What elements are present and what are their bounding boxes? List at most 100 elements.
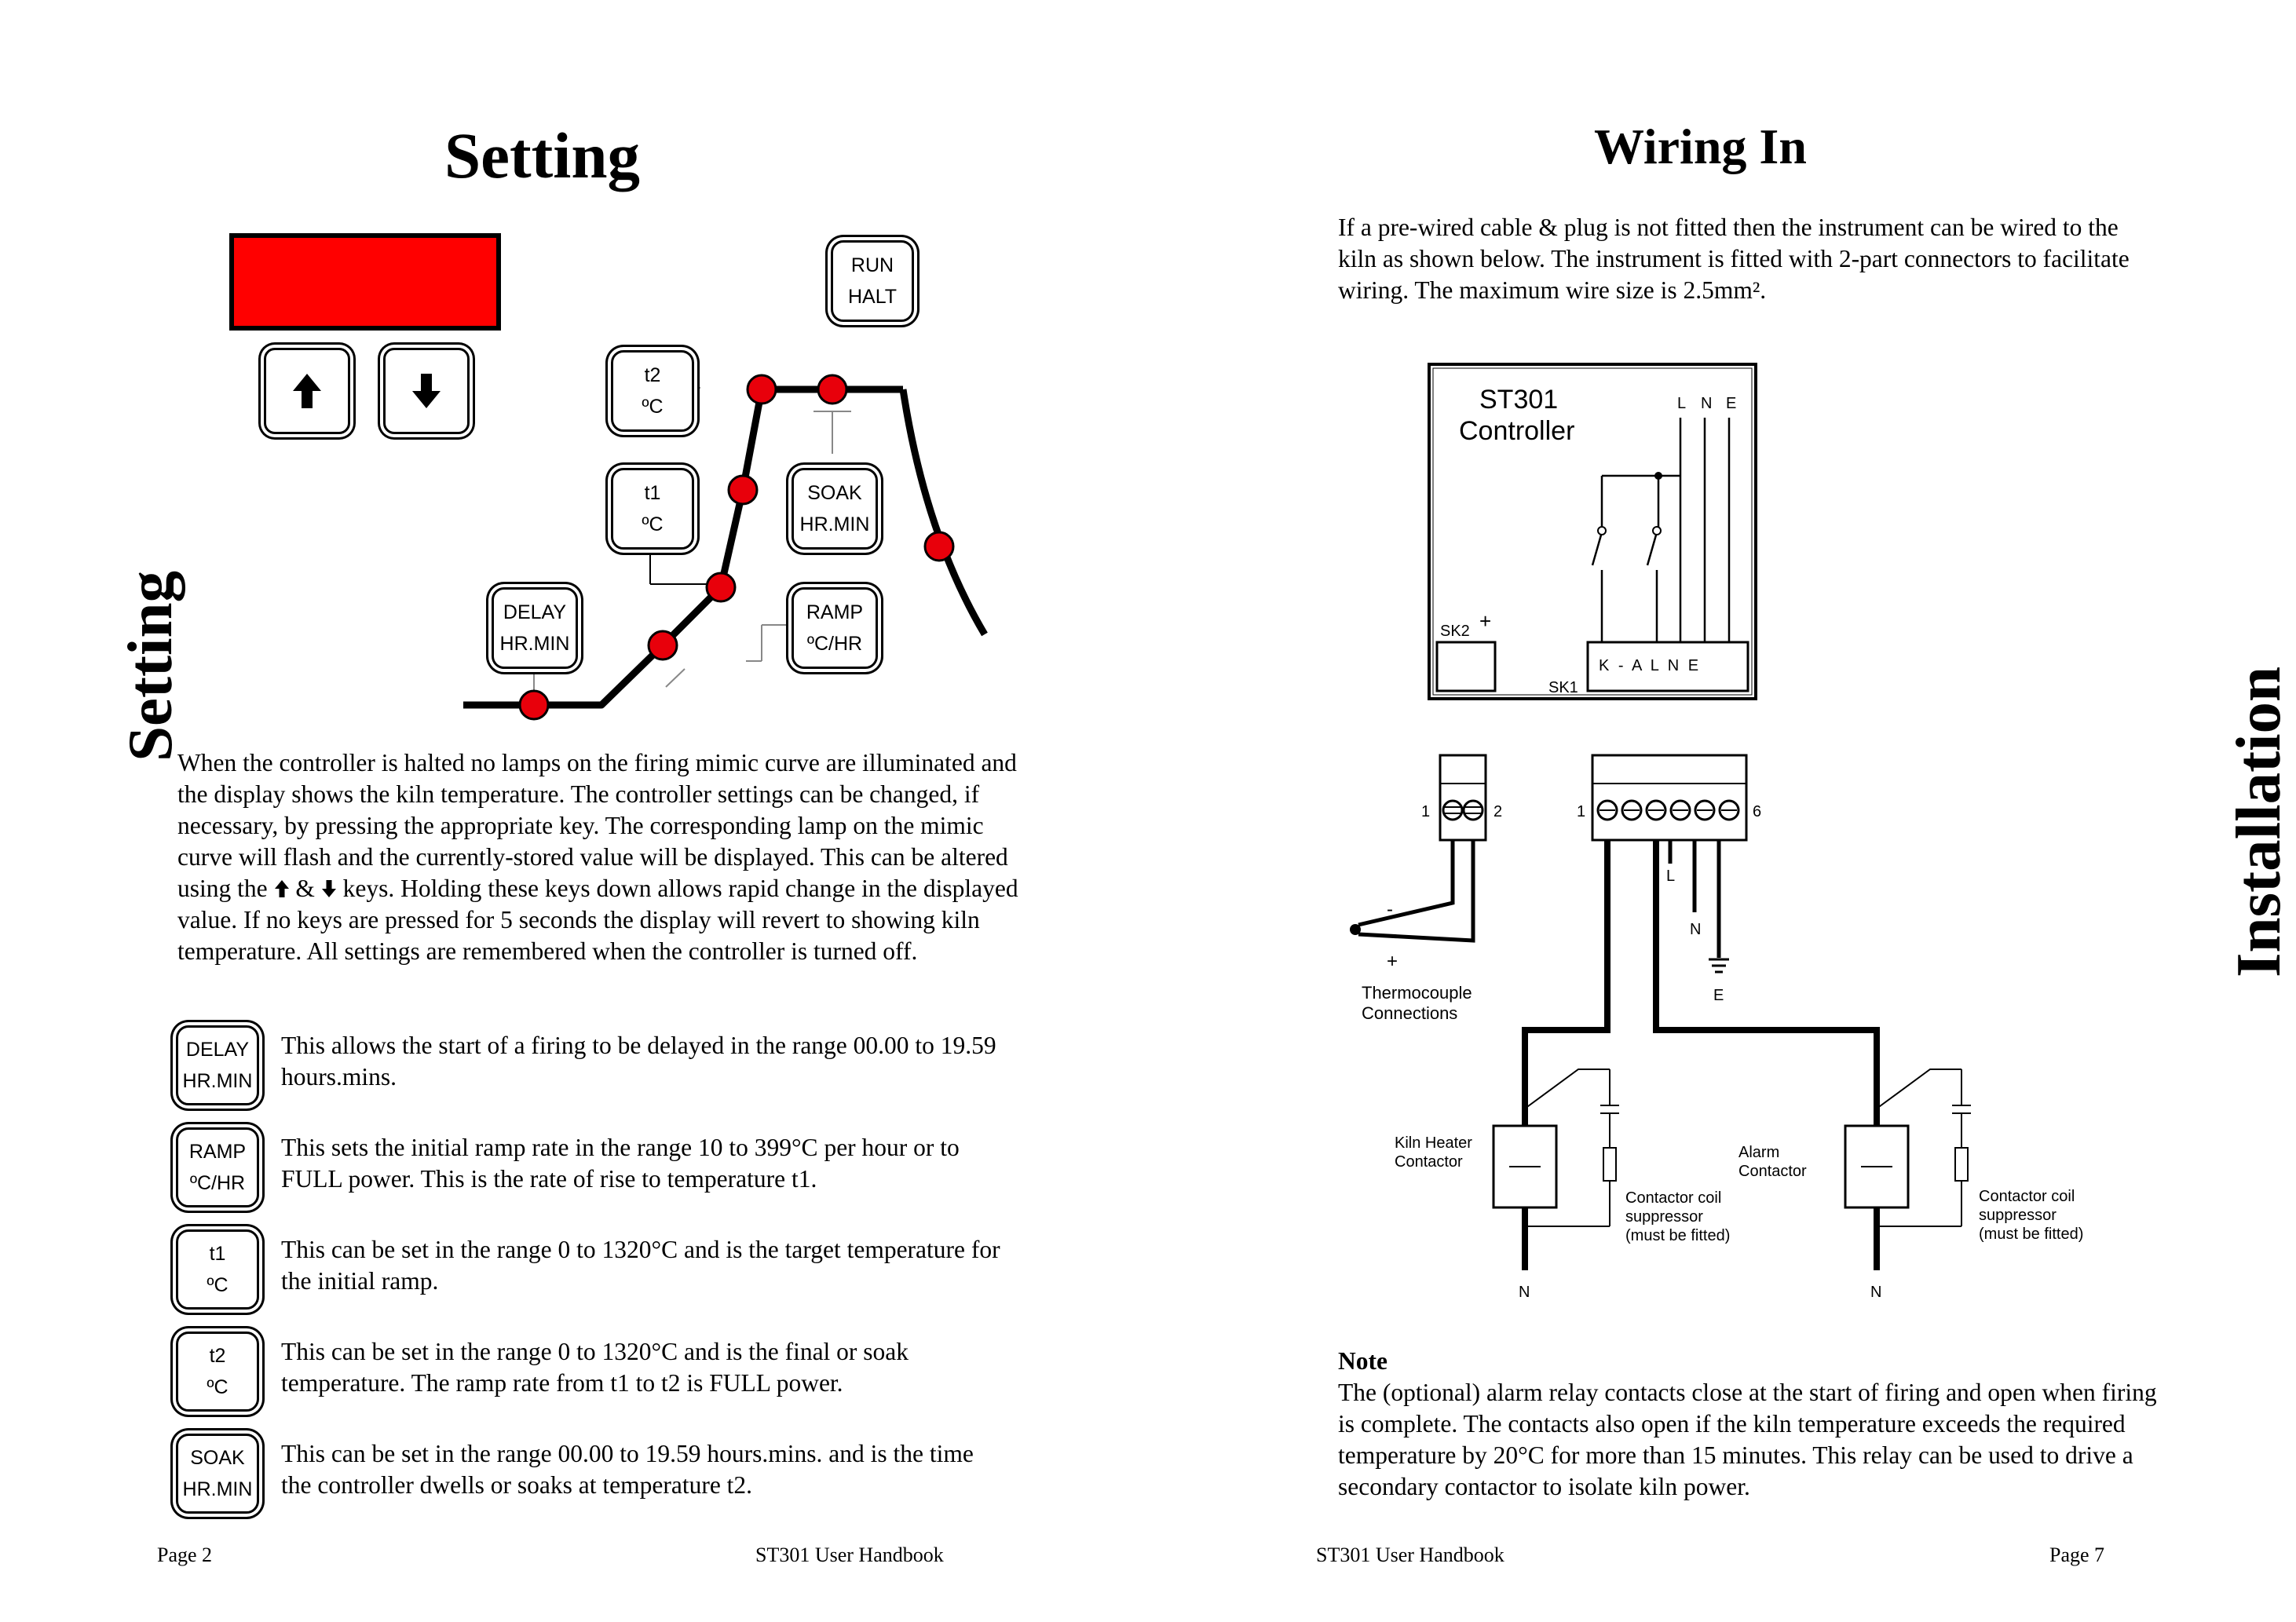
alarm-contactor-label-1: Alarm <box>1738 1144 1779 1161</box>
tc-pin-1: 1 <box>1421 803 1430 820</box>
page-title: Wiring In <box>1594 119 1807 174</box>
main-pin-1: 1 <box>1577 803 1585 820</box>
item-key-delay: DELAY HR.MIN <box>176 1025 259 1105</box>
down-arrow-icon <box>412 374 441 408</box>
temperature-display <box>229 233 501 331</box>
tc-pin-2: 2 <box>1493 803 1502 820</box>
sk1-label: SK1 <box>1548 679 1578 696</box>
soak-key-line2: HR.MIN <box>799 513 870 535</box>
item-key-line1: t2 <box>209 1345 226 1367</box>
item-key-line2: ºC <box>207 1274 229 1296</box>
item-text-t1: This can be set in the range 0 to 1320°C… <box>281 1236 1000 1295</box>
up-button[interactable] <box>264 348 350 434</box>
down-button[interactable] <box>383 348 470 434</box>
sk1-strip-label: K - A L N E <box>1599 657 1701 674</box>
wiring-diagram: ST301 Controller L N E K - A L N E SK1 S… <box>1350 363 2083 1301</box>
t2-key[interactable]: t2 ºC <box>611 350 694 432</box>
label-l-top: L <box>1677 395 1686 412</box>
item-text-delay: This allows the start of a firing to be … <box>281 1032 996 1090</box>
label-e: E <box>1713 987 1724 1004</box>
controller-label-1: ST301 <box>1479 385 1558 415</box>
paragraph-part2: keys. Holding these keys down allows rap… <box>177 875 1018 965</box>
thermocouple-label-1: Thermocouple <box>1362 983 1472 1003</box>
item-text-ramp: This sets the initial ramp rate in the r… <box>281 1134 960 1193</box>
item-text-soak: This can be set in the range 00.00 to 19… <box>281 1440 974 1499</box>
paragraph-amp: & <box>295 875 315 902</box>
tc-plus: + <box>1387 951 1398 972</box>
item-key-line1: DELAY <box>185 1039 250 1061</box>
kiln-contactor-label-2: Contactor <box>1395 1153 1463 1171</box>
main-pin-6: 6 <box>1753 803 1761 820</box>
item-key-line2: HR.MIN <box>182 1070 253 1092</box>
cool-lamp <box>923 531 955 562</box>
setting-paragraph: When the controller is halted no lamps o… <box>177 747 1030 967</box>
label-e-top: E <box>1726 395 1736 412</box>
note-heading: Note <box>1338 1347 1387 1375</box>
sk2-label: SK2 <box>1440 623 1470 640</box>
note-text: The (optional) alarm relay contacts clos… <box>1338 1379 2157 1500</box>
item-key-line2: ºC/HR <box>189 1172 246 1194</box>
page-title: Setting <box>444 119 640 192</box>
item-key-line2: HR.MIN <box>182 1478 253 1500</box>
label-l: L <box>1666 868 1675 885</box>
kiln-contactor-label-1: Kiln Heater <box>1395 1134 1472 1152</box>
firing-mimic-curve <box>463 374 988 721</box>
delay-key-line2: HR.MIN <box>499 633 570 655</box>
supp-left-3: (must be fitted) <box>1625 1227 1730 1244</box>
side-tab: Installation <box>2223 666 2294 977</box>
footer-page-left: Page 2 <box>157 1543 213 1566</box>
footer-page-right: Page 7 <box>2049 1543 2105 1566</box>
sk2-plus: + <box>1479 609 1491 633</box>
soak-lamp <box>817 374 848 405</box>
supp-right-1: Contactor coil <box>1979 1188 2075 1205</box>
controller-label-2: Controller <box>1459 416 1574 446</box>
n-left: N <box>1519 1284 1530 1301</box>
ramp-lamp <box>647 630 678 661</box>
supp-left-1: Contactor coil <box>1625 1189 1721 1207</box>
delay-key[interactable]: DELAY HR.MIN <box>492 587 578 669</box>
ramp-key-line1: RAMP <box>806 601 864 623</box>
ramp-key-line2: ºC/HR <box>806 633 863 655</box>
item-key-t1: t1 ºC <box>176 1229 259 1310</box>
item-key-ramp: RAMP ºC/HR <box>176 1127 259 1207</box>
run-halt-key-line1: RUN <box>850 254 894 276</box>
up-arrow-icon <box>293 374 321 408</box>
supp-left-2: suppressor <box>1625 1208 1703 1226</box>
item-key-line1: t1 <box>209 1243 226 1265</box>
t1-rise-lamp <box>727 474 759 506</box>
supp-right-3: (must be fitted) <box>1979 1226 2083 1243</box>
run-halt-key[interactable]: RUN HALT <box>831 240 914 322</box>
item-key-t2: t2 ºC <box>176 1332 259 1412</box>
t2-lamp <box>746 374 777 405</box>
item-key-line1: RAMP <box>188 1141 247 1163</box>
down-arrow-icon <box>321 880 336 897</box>
t2-key-line2: ºC <box>642 396 664 418</box>
n-right: N <box>1870 1284 1881 1301</box>
item-key-line2: ºC <box>207 1376 229 1398</box>
soak-key[interactable]: SOAK HR.MIN <box>792 468 878 550</box>
delay-key-line1: DELAY <box>503 601 567 623</box>
paragraph-part1: When the controller is halted no lamps o… <box>177 749 1017 902</box>
item-text-t2: This can be set in the range 0 to 1320°C… <box>281 1338 909 1397</box>
alarm-contactor-label-2: Contactor <box>1738 1163 1807 1180</box>
delay-lamp <box>518 689 550 721</box>
t1-key[interactable]: t1 ºC <box>611 468 694 550</box>
footer-title-left: ST301 User Handbook <box>755 1543 944 1566</box>
label-n-top: N <box>1701 395 1712 412</box>
t1-lamp <box>705 572 737 603</box>
label-n: N <box>1690 921 1701 938</box>
t1-key-line2: ºC <box>642 513 664 535</box>
item-key-line1: SOAK <box>190 1447 245 1469</box>
item-key-soak: SOAK HR.MIN <box>176 1434 259 1514</box>
t1-key-line1: t1 <box>644 482 661 504</box>
ramp-key[interactable]: RAMP ºC/HR <box>792 587 878 669</box>
soak-key-line1: SOAK <box>807 482 862 504</box>
side-tab: Setting <box>115 571 185 762</box>
t2-key-line1: t2 <box>644 364 661 386</box>
thermocouple-label-2: Connections <box>1362 1003 1457 1023</box>
wiring-intro: If a pre-wired cable & plug is not fitte… <box>1338 214 2130 304</box>
tc-minus: - <box>1387 899 1393 920</box>
run-halt-key-line2: HALT <box>847 286 898 308</box>
up-arrow-icon <box>274 880 289 897</box>
footer-title-right: ST301 User Handbook <box>1316 1543 1504 1566</box>
